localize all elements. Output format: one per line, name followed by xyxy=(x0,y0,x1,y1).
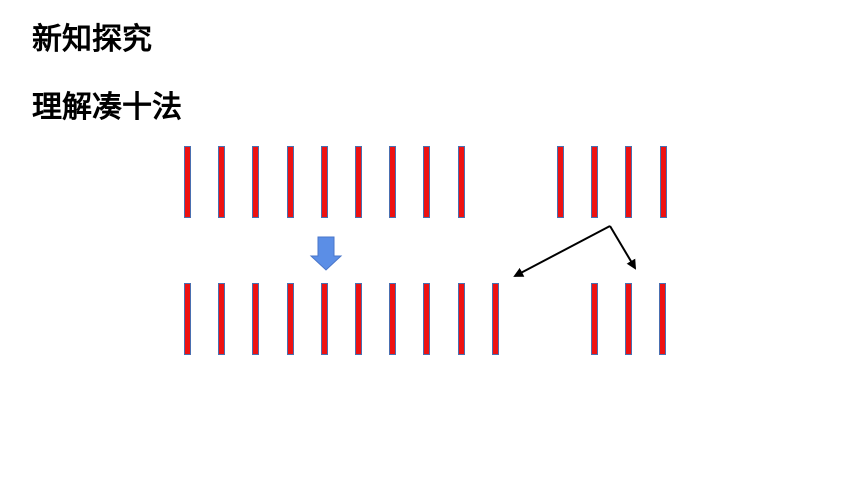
counting-stick xyxy=(184,146,191,218)
down-arrow-icon xyxy=(309,236,343,271)
counting-stick xyxy=(389,146,396,218)
counting-stick xyxy=(218,283,225,355)
counting-stick xyxy=(321,146,328,218)
counting-stick xyxy=(389,283,396,355)
counting-stick xyxy=(458,146,465,218)
counting-stick xyxy=(423,146,430,218)
counting-stick xyxy=(355,283,362,355)
counting-stick xyxy=(287,146,294,218)
counting-stick xyxy=(355,146,362,218)
counting-stick xyxy=(625,283,632,355)
counting-stick xyxy=(252,283,259,355)
split-arrow-icon xyxy=(513,225,637,277)
counting-stick xyxy=(625,146,632,218)
counting-stick xyxy=(252,146,259,218)
counting-stick xyxy=(287,283,294,355)
counting-stick xyxy=(458,283,465,355)
counting-stick xyxy=(321,283,328,355)
counting-stick xyxy=(591,146,598,218)
counting-stick xyxy=(492,283,499,355)
counting-stick xyxy=(184,283,191,355)
counting-stick xyxy=(660,146,667,218)
counting-stick xyxy=(218,146,225,218)
topic-title: 理解凑十法 xyxy=(32,90,182,125)
counting-stick xyxy=(423,283,430,355)
section-title: 新知探究 xyxy=(32,22,152,57)
counting-stick xyxy=(591,283,598,355)
counting-stick xyxy=(659,283,666,355)
counting-stick xyxy=(557,146,564,218)
